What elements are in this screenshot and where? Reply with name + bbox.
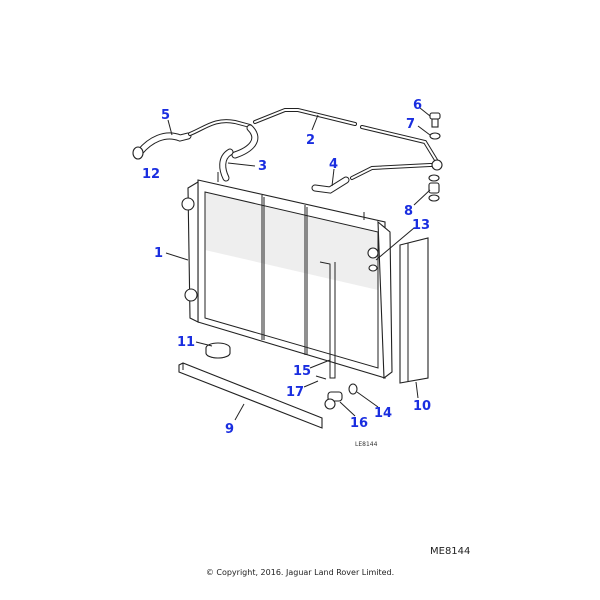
- seal-strip-10: [399, 237, 429, 384]
- callout-5: 5: [161, 108, 170, 123]
- bush-8: [428, 182, 440, 194]
- reference-code: ME8144: [430, 546, 471, 557]
- callout-10: 10: [413, 399, 431, 414]
- leader-lines: [165, 107, 431, 421]
- hose-clip-12: [132, 146, 144, 160]
- washer: [428, 194, 440, 202]
- callout-4: 4: [329, 157, 338, 172]
- washer-7: [429, 132, 441, 140]
- pin-17: [315, 375, 327, 380]
- radiator-1: [181, 172, 393, 380]
- callout-16: 16: [350, 416, 368, 431]
- callout-17: 17: [286, 385, 304, 400]
- washer: [428, 174, 440, 182]
- callout-9: 9: [225, 422, 234, 437]
- callout-14: 14: [374, 406, 392, 421]
- callout-15: 15: [293, 364, 311, 379]
- callout-1: 1: [154, 246, 163, 261]
- hose-3: [219, 124, 259, 182]
- callout-13: 13: [412, 218, 430, 233]
- mounting-pad-11: [205, 342, 231, 359]
- callout-6: 6: [413, 98, 422, 113]
- callout-3: 3: [258, 159, 267, 174]
- washer-14: [348, 383, 358, 395]
- copyright-notice: © Copyright, 2016. Jaguar Land Rover Lim…: [205, 568, 395, 577]
- hose-5: [136, 119, 252, 156]
- drawing-code: LE8144: [355, 441, 378, 448]
- seal-strip-9: [178, 362, 323, 429]
- callout-7: 7: [406, 117, 415, 132]
- bolt-6: [429, 112, 441, 128]
- callout-2: 2: [306, 133, 315, 148]
- callout-8: 8: [404, 204, 413, 219]
- callout-12: 12: [142, 167, 160, 182]
- callout-11: 11: [177, 335, 195, 350]
- hose-2: [253, 108, 438, 162]
- drain-tap-16: [324, 391, 343, 410]
- banjo-fitting: [431, 159, 443, 171]
- drain-tube-15: [319, 261, 336, 379]
